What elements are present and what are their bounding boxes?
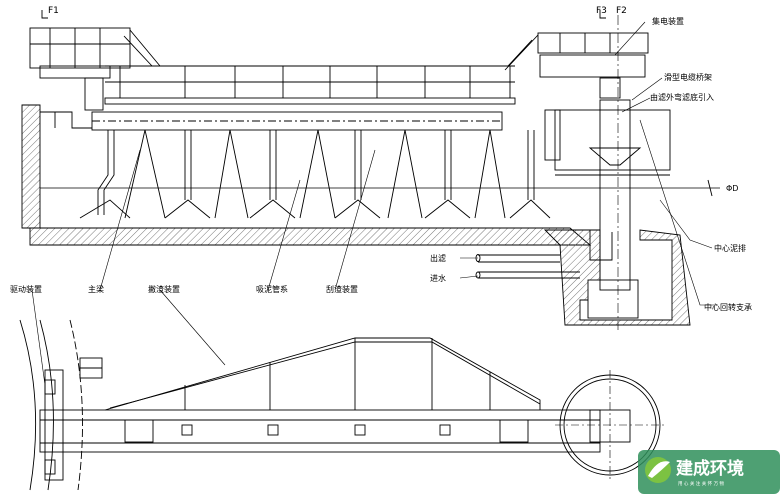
suspension-rods: [124, 129, 506, 219]
drive-unit: [44, 369, 64, 481]
label-suction-pipe: 吸泥管系: [256, 284, 288, 294]
railing-posts: [119, 66, 511, 98]
label-collector: 集电装置: [652, 16, 684, 26]
walkway-deck: [104, 97, 516, 105]
label-skimmer: 刮渣装置: [326, 284, 358, 294]
right-platform: [537, 32, 649, 54]
center-column: [599, 99, 631, 291]
section-mark-f2: F2: [616, 6, 627, 16]
watermark-brand: 建成环境: [676, 458, 744, 479]
plan-girder: [39, 409, 601, 453]
label-inlet: 进水: [430, 273, 446, 283]
plan-scrapers: [124, 419, 529, 443]
label-main-bridge: 主梁: [88, 284, 104, 294]
inlet-outlet-pipes: [475, 230, 613, 279]
leader-lines: [31, 21, 718, 386]
callout-labels: F1 F3 F2 集电装置 滑型电缆桥架 由滤外弯滤底引入 ΦD 出滤 进水 中…: [10, 6, 752, 312]
label-sludge-outlet: 由滤外弯滤底引入: [650, 92, 714, 102]
label-center-rotating: 中心回转支承: [704, 302, 752, 312]
section-mark-f1: F1: [48, 6, 59, 16]
tank-left-wall: [21, 104, 41, 229]
label-cable-drum: 滑型电缆桥架: [664, 72, 712, 82]
label-center-sludge: 中心泥排: [714, 243, 746, 253]
upper-truss: [104, 337, 541, 411]
label-drive: 驱动装置: [10, 284, 42, 294]
label-outlet: 出滤: [430, 253, 446, 263]
suction-pipes: [97, 130, 535, 215]
scraper-blades: [79, 199, 551, 219]
watermark-logo: 建成环境 用 心 关 注 关 怀 万 物: [638, 450, 780, 494]
elevation-view: [21, 10, 720, 330]
label-scraper: 撇渣装置: [148, 284, 180, 294]
section-mark-f3: F3: [596, 6, 607, 16]
label-diameter: ΦD: [726, 184, 738, 193]
watermark-slogan: 用 心 关 注 关 怀 万 物: [678, 480, 725, 487]
plan-view: [19, 319, 665, 491]
left-platform: [29, 27, 131, 69]
stilling-well: [554, 109, 671, 171]
tank-floor: [29, 227, 592, 246]
